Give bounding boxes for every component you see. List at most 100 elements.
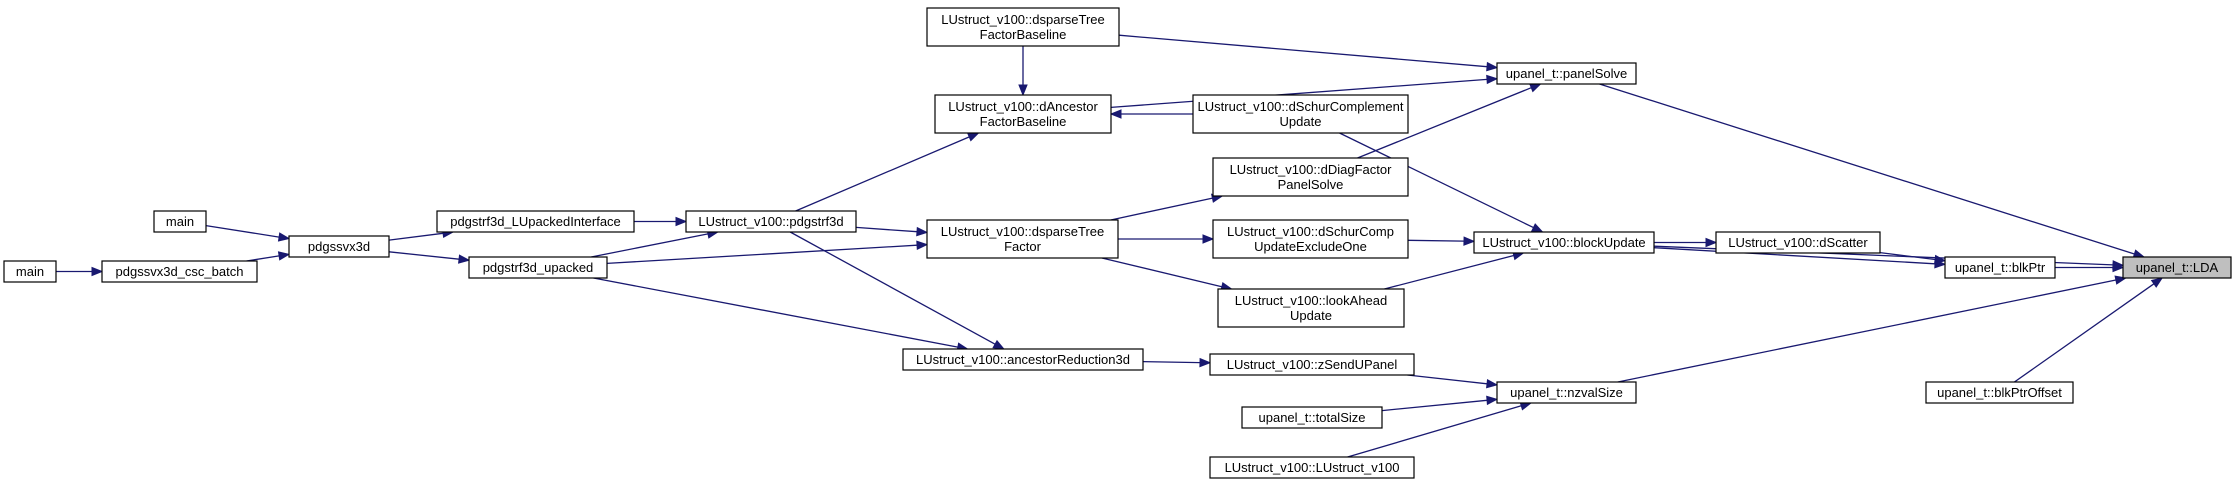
node-label: Update: [1290, 308, 1332, 323]
call-edge-dsparsetree-to-ddiagfactor: [1110, 193, 1224, 221]
node-zsendupanel[interactable]: LUstruct_v100::zSendUPanel: [1209, 353, 1415, 376]
arrowhead-icon: [458, 254, 471, 264]
node-label: upanel_t::panelSolve: [1506, 66, 1627, 81]
node-label: Update: [1280, 114, 1322, 129]
node-box: [1944, 256, 2056, 279]
node-dscatter[interactable]: LUstruct_v100::dScatter: [1715, 231, 1881, 254]
node-blkptr[interactable]: upanel_t::blkPtr: [1944, 256, 2056, 279]
node-box: [153, 210, 207, 233]
node-label: UpdateExcludeOne: [1254, 239, 1367, 254]
arrowhead-icon: [1486, 74, 1499, 85]
node-label: LUstruct_v100::dScatter: [1728, 235, 1868, 250]
call-edge-zsendupanel-to-nzvalsize: [1407, 374, 1499, 389]
node-box: [926, 7, 1120, 47]
edge-line: [1110, 197, 1213, 221]
call-edge-upacked-to-pdgstrf3d: [591, 229, 720, 258]
node-main1[interactable]: main: [153, 210, 207, 233]
node-nzvalsize[interactable]: upanel_t::nzvalSize: [1496, 381, 1637, 404]
call-edge-pdgstrf3d-to-dsparsetree: [855, 226, 929, 237]
node-pdgssvx3d[interactable]: pdgssvx3d: [288, 235, 390, 258]
arrowhead-icon: [2112, 260, 2125, 270]
node-box: [1212, 157, 1409, 197]
node-box: [685, 210, 857, 233]
arrowhead-icon: [1486, 379, 1499, 389]
edge-line: [1407, 374, 1488, 385]
node-label: LUstruct_v100::dSchurComp: [1227, 224, 1394, 239]
edge-line: [1384, 254, 1514, 290]
call-edge-blkptroffset-to-lda: [2014, 277, 2164, 383]
node-label: LUstruct_v100::dAncestor: [948, 99, 1098, 114]
edge-line: [1381, 399, 1488, 412]
node-label: LUstruct_v100::dsparseTree: [941, 12, 1105, 27]
call-edge-blockupdate-to-blkptr: [1653, 247, 1947, 269]
arrowhead-icon: [1705, 237, 1718, 248]
edge-line: [1339, 132, 1534, 229]
node-dschurcompexcl[interactable]: LUstruct_v100::dSchurCompUpdateExcludeOn…: [1212, 219, 1409, 259]
edge-line: [1653, 247, 1936, 265]
node-blockupdate[interactable]: LUstruct_v100::blockUpdate: [1473, 231, 1655, 254]
arrowhead-icon: [992, 339, 1005, 350]
node-label: upanel_t::nzvalSize: [1510, 385, 1623, 400]
arrowhead-icon: [916, 240, 929, 250]
node-box: [1496, 62, 1637, 85]
node-lupackedif[interactable]: pdgstrf3d_LUpackedInterface: [436, 210, 635, 233]
call-edge-ancestorred-to-zsendupanel: [1142, 357, 1212, 368]
node-upacked[interactable]: pdgstrf3d_upacked: [468, 256, 608, 279]
node-pdgstrf3d[interactable]: LUstruct_v100::pdgstrf3d: [685, 210, 857, 233]
edge-line: [1118, 34, 1488, 68]
node-label: LUstruct_v100::pdgstrf3d: [698, 214, 843, 229]
node-totalsize[interactable]: upanel_t::totalSize: [1241, 406, 1383, 429]
edge-line: [1101, 257, 1222, 288]
node-label: LUstruct_v100::ancestorReduction3d: [916, 352, 1130, 367]
arrowhead-icon: [1018, 84, 1028, 97]
node-main2[interactable]: main: [3, 260, 57, 283]
node-panelsolve[interactable]: upanel_t::panelSolve: [1496, 62, 1637, 85]
call-edge-nzvalsize-to-lda: [1617, 275, 2128, 383]
call-edge-lupackedif-to-pdgstrf3d: [634, 216, 688, 227]
node-box: [1473, 231, 1655, 254]
node-box: [101, 260, 258, 283]
arrowhead-icon: [277, 232, 291, 242]
call-edge-dsparsetree-to-dschurcompexcl: [1118, 234, 1215, 244]
arrowhead-icon: [1529, 83, 1542, 93]
arrowhead-icon: [1530, 223, 1544, 233]
node-csc_batch[interactable]: pdgssvx3d_csc_batch: [101, 260, 258, 283]
node-luctor[interactable]: LUstruct_v100::LUstruct_v100: [1209, 456, 1415, 479]
node-label: LUstruct_v100::LUstruct_v100: [1225, 460, 1400, 475]
call-edge-dspbaseline-to-panelsolve: [1118, 34, 1499, 72]
call-edge-main1-to-pdgssvx3d: [205, 224, 291, 242]
node-box: [1217, 288, 1405, 328]
node-lda[interactable]: upanel_t::LDA: [2122, 256, 2232, 279]
node-label: pdgssvx3d: [308, 239, 370, 254]
node-label: Factor: [1004, 239, 1042, 254]
graph-edges: [56, 34, 2164, 458]
arrowhead-icon: [675, 216, 688, 227]
node-label: pdgstrf3d_upacked: [483, 260, 594, 275]
node-label: upanel_t::LDA: [2136, 260, 2219, 275]
node-label: PanelSolve: [1278, 177, 1344, 192]
node-label: FactorBaseline: [980, 27, 1067, 42]
node-box: [436, 210, 635, 233]
node-label: pdgstrf3d_LUpackedInterface: [450, 214, 621, 229]
node-blkptroffset[interactable]: upanel_t::blkPtrOffset: [1925, 381, 2074, 404]
edge-line: [1347, 405, 1522, 458]
node-ancestorred[interactable]: LUstruct_v100::ancestorReduction3d: [902, 348, 1144, 371]
call-edge-upacked-to-dsparsetree: [606, 240, 929, 265]
edge-line: [795, 136, 970, 212]
edge-line: [205, 224, 280, 238]
node-label: LUstruct_v100::dDiagFactor: [1230, 162, 1393, 177]
arrowhead-icon: [91, 266, 104, 277]
arrowhead-icon: [2150, 277, 2164, 288]
node-box: [1209, 456, 1415, 479]
call-edge-dschurcomp-to-dancestorbaseline: [1109, 109, 1193, 119]
call-edge-pdgstrf3d-to-dancestorbaseline: [795, 132, 980, 212]
node-box: [934, 94, 1112, 134]
call-edge-dancestorbaseline-to-panelsolve: [1110, 74, 1499, 109]
edge-line: [1599, 83, 2135, 255]
